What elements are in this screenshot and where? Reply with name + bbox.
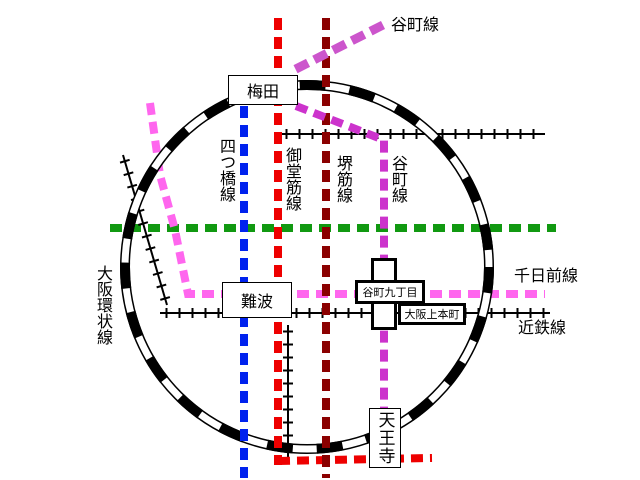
track-rail [122, 154, 168, 306]
track-tie [152, 271, 163, 276]
midosuji-line-label: 御堂筋線 [283, 147, 302, 211]
station-uehonmachi[interactable]: 大阪上本町 [398, 303, 466, 325]
south-branch-track [283, 325, 293, 460]
midosuji-south-branch [277, 454, 433, 465]
track-tie [138, 221, 149, 226]
kintetsu-line-label: 近鉄線 [518, 318, 567, 337]
track-tie [156, 283, 167, 289]
sennichimae-line [146, 102, 545, 298]
station-namba[interactable]: 難波 [222, 282, 292, 318]
loop-line-label: 大阪環状線 [94, 265, 113, 345]
station-tanimachi9[interactable]: 谷町九丁目 [355, 280, 425, 304]
loop-line-dashes [120, 80, 494, 454]
yotsubashi-line-label: 四つ橋線 [217, 138, 236, 202]
track-tie [160, 296, 171, 301]
sakaisuji-line-label: 堺筋線 [334, 155, 353, 203]
station-tennoji[interactable]: 天王寺 [369, 408, 401, 468]
track-tie [141, 233, 152, 239]
track-tie [145, 246, 156, 251]
track-tie [119, 158, 130, 164]
kintetsu-line [160, 308, 550, 318]
west-diagonal-track [119, 154, 171, 306]
tanimachi-line-label: 谷町線 [391, 15, 440, 34]
sennichimae-line-label: 千日前線 [514, 266, 579, 285]
north-ladder-track [280, 129, 545, 139]
tanimachi-vertical-label: 谷町線 [389, 155, 408, 203]
track-tie [149, 258, 160, 264]
track-tie [123, 171, 134, 177]
station-umeda[interactable]: 梅田 [228, 75, 298, 105]
track-tie [127, 183, 138, 189]
tanimachi-upper-line [287, 20, 386, 77]
